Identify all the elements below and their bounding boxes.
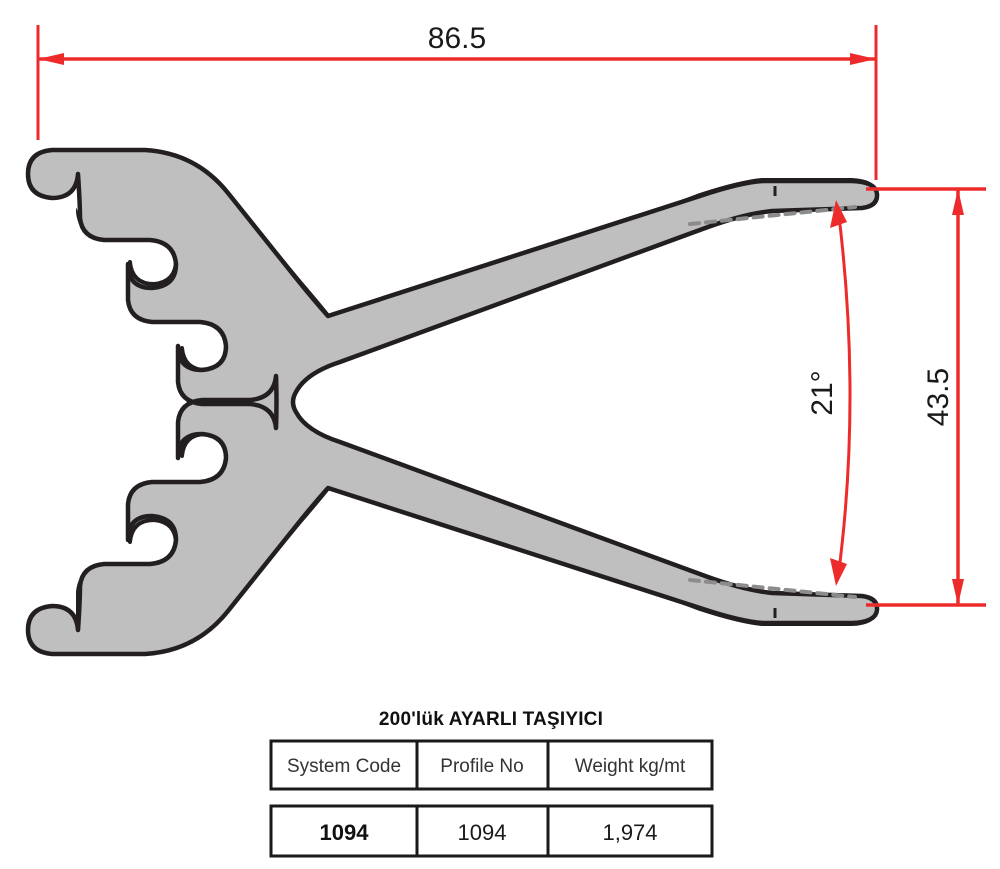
profile-body-path bbox=[25, 147, 880, 657]
data-cell-box-2 bbox=[546, 804, 714, 858]
arrowhead-left bbox=[38, 53, 64, 65]
profile-body bbox=[25, 147, 880, 657]
arrowhead-right bbox=[850, 53, 876, 65]
dimension-label-angle: 21° bbox=[806, 370, 839, 415]
hidden-line-lower-arm bbox=[688, 578, 857, 599]
data-cell-box-1 bbox=[415, 804, 550, 858]
dimension-overall-height: 43.5 bbox=[866, 187, 986, 607]
spec-table-header-row: System Code Profile No Weight kg/mt bbox=[269, 739, 714, 791]
arrowhead-bottom bbox=[952, 579, 964, 605]
header-label-weight: Weight kg/mt bbox=[575, 756, 686, 777]
spec-table: 200'lük AYARLI TAŞIYICI System Code Prof… bbox=[269, 709, 714, 858]
header-label-system-code: System Code bbox=[287, 756, 401, 777]
data-value-weight: 1,974 bbox=[602, 820, 657, 845]
data-value-system-code: 1094 bbox=[320, 820, 370, 845]
dimension-label-height: 43.5 bbox=[922, 368, 955, 426]
dimension-jaw-angle: 21° bbox=[806, 200, 852, 586]
header-cell-box-2 bbox=[546, 739, 714, 791]
angle-arrowhead-top bbox=[830, 200, 847, 228]
dimension-label-width: 86.5 bbox=[428, 22, 486, 55]
hidden-line-upper-arm bbox=[688, 205, 857, 226]
angle-arrowhead-bottom bbox=[830, 558, 847, 586]
arrowhead-top bbox=[952, 189, 964, 215]
spec-table-data-row: 1094 1094 1,974 bbox=[269, 804, 714, 858]
spec-table-title: 200'lük AYARLI TAŞIYICI bbox=[379, 709, 603, 730]
hidden-lines bbox=[688, 205, 857, 599]
data-value-profile-no: 1094 bbox=[458, 820, 507, 845]
angle-arc bbox=[836, 207, 852, 579]
header-label-profile-no: Profile No bbox=[440, 756, 523, 777]
dimension-overall-width: 86.5 bbox=[36, 22, 878, 180]
